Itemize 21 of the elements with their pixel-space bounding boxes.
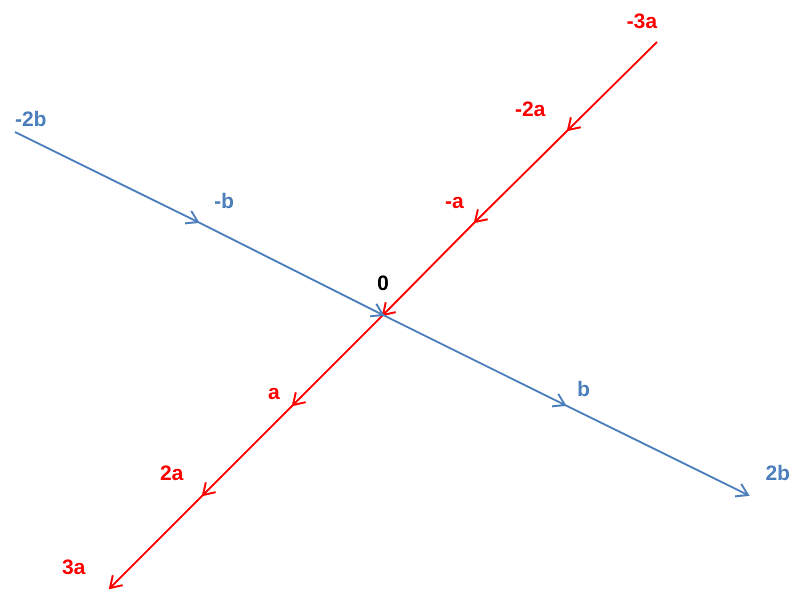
axis-point-label: -b	[214, 190, 234, 214]
axis-point-label: 2a	[160, 462, 184, 486]
arrow	[202, 404, 294, 496]
axis-point-label: -a	[445, 190, 464, 214]
axis-point-label: -2a	[515, 98, 546, 122]
arrow	[564, 404, 749, 498]
axis-point-label: 0	[377, 272, 389, 296]
arrow	[198, 221, 384, 318]
axis-point-label: b	[577, 378, 590, 402]
arrow	[567, 41, 658, 131]
axis-point-label: -3a	[626, 10, 657, 34]
arrow	[474, 129, 569, 223]
arrow	[382, 314, 566, 408]
axis-point-label: 2b	[765, 462, 790, 486]
axis-point-label: -2b	[15, 108, 46, 132]
arrow	[292, 314, 384, 406]
axis-point-label: a	[268, 381, 280, 405]
axis-point-label: 3a	[62, 556, 86, 580]
arrow	[109, 494, 204, 589]
arrow	[382, 221, 476, 316]
arrow	[14, 131, 199, 224]
